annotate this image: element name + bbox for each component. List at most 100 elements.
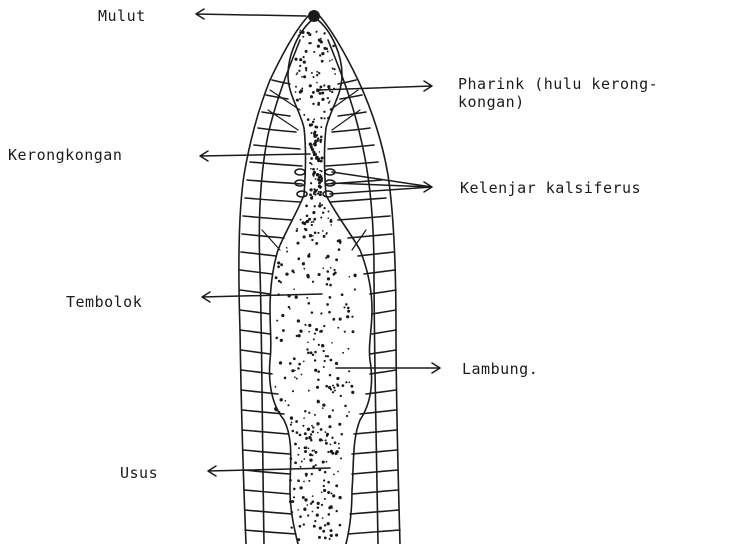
stipple-dot [297,538,300,541]
stipple-dot [294,443,297,446]
stipple-dot [321,52,324,55]
stipple-dot [311,221,313,223]
stipple-dot [312,173,315,176]
stipple-dot [300,219,302,221]
stipple-dot [300,89,303,92]
stipple-dot [303,114,305,116]
stipple-dot [297,479,300,482]
stipple-dot [295,86,297,88]
stipple-dot [274,407,277,410]
stipple-dot [299,98,301,100]
stipple-dot [291,526,293,528]
stipple-dot [287,404,289,406]
stipple-dot [322,517,324,519]
label-tembolok: Tembolok [66,294,142,311]
stipple-dot [325,385,328,388]
stipple-dot [313,218,316,221]
stipple-dot [314,369,317,372]
stipple-dot [303,60,306,63]
stipple-dot [280,339,283,342]
stipple-dot [332,45,335,48]
stipple-dot [316,139,318,141]
stipple-dot [322,403,325,406]
stipple-dot [306,348,308,350]
stipple-dot [320,126,322,128]
stipple-dot [330,529,333,532]
stipple-dot [326,303,329,306]
stipple-dot [329,425,332,428]
stipple-dot [321,170,323,172]
stipple-dot [313,338,315,340]
stipple-dot [305,205,308,208]
stipple-dot [299,486,302,489]
stipple-dot [324,32,326,34]
stipple-dot [330,359,333,362]
stipple-dot [330,534,333,537]
stipple-dot [327,491,330,494]
stipple-dot [289,479,292,482]
stipple-dot [327,217,329,219]
stipple-dot [309,459,312,462]
stipple-dot [323,84,325,86]
stipple-dot [304,228,306,230]
stipple-dot [310,157,313,160]
stipple-dot [307,514,309,516]
stipple-dot [303,523,305,525]
stipple-dot [308,390,310,392]
stipple-dot [311,72,313,74]
stipple-dot [310,197,313,200]
stipple-dot [277,261,280,264]
stipple-dot [296,74,298,76]
stipple-dot [329,296,332,299]
stipple-dot [308,436,311,439]
stipple-dot [312,211,315,214]
stipple-dot [279,362,282,365]
stipple-dot [338,239,341,242]
stipple-dot [336,510,338,512]
stipple-dot [315,178,317,180]
stipple-dot [338,423,341,426]
stipple-dot [319,527,322,530]
stipple-dot [308,42,310,44]
stipple-dot [321,491,323,493]
stipple-dot [329,284,332,287]
label-lambung: Lambung. [462,361,538,378]
stipple-dot [345,303,348,306]
stipple-dot [333,474,335,476]
stipple-dot [351,391,354,394]
stipple-dot [310,182,312,184]
stipple-dot [301,76,303,78]
stipple-dot [310,433,312,435]
stipple-dot [321,204,323,206]
stipple-dot [352,330,355,333]
stipple-dot [312,281,314,283]
stipple-dot [278,280,281,283]
stipple-dot [329,538,331,540]
tract-stippling [274,29,357,541]
stipple-dot [347,307,350,310]
stipple-dot [301,461,303,463]
stipple-dot [291,500,294,503]
stipple-dot [323,235,326,238]
stipple-dot [312,221,314,223]
stipple-dot [299,330,302,333]
stipple-dot [307,341,309,343]
stipple-dot [314,333,316,335]
stipple-dot [327,277,330,280]
stipple-dot [332,67,334,69]
label-pharink-line2: kongan) [458,94,525,111]
stipple-dot [328,102,330,104]
stipple-dot [314,359,316,361]
stipple-dot [323,366,325,368]
stipple-dot [340,395,342,397]
stipple-dot [350,385,353,388]
stipple-dot [318,185,321,188]
stipple-dot [317,102,320,105]
stipple-dot [324,360,326,362]
stipple-dot [320,40,323,43]
stipple-dot [302,496,305,499]
arrow-esophagus [200,151,310,161]
stipple-dot [319,330,321,332]
stipple-dot [303,268,305,270]
stipple-dot [314,414,316,416]
